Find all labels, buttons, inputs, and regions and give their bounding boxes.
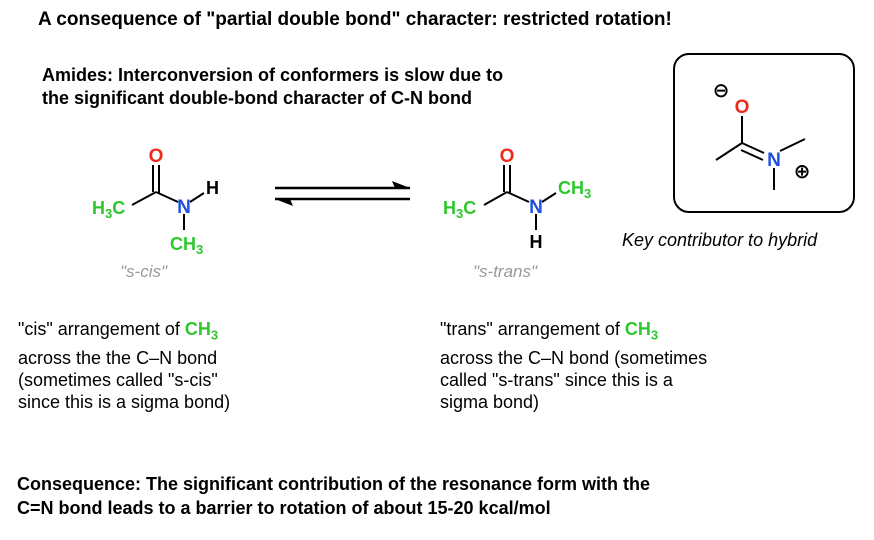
s-trans-label: "s-trans" [473, 262, 538, 281]
cis-nitrogen-label: N [177, 197, 191, 218]
trans-oxygen-label: O [500, 146, 515, 167]
trans-ch3-label: CH3 [558, 178, 591, 201]
consequence-line-2: C=N bond leads to a barrier to rotation … [17, 498, 551, 518]
cis-explanation: "cis" arrangement of CH3 across the the … [18, 318, 230, 413]
subtitle: Amides: Interconversion of conformers is… [42, 64, 503, 110]
cis-note-line-2: across the the C–N bond [18, 347, 218, 368]
trans-note-line-2: across the C–N bond (sometimes [440, 347, 708, 368]
trans-note-line-4: sigma bond) [440, 391, 540, 412]
cis-oxygen-label: O [149, 146, 164, 167]
trans-h3c-label: H3C [443, 198, 476, 221]
trans-n-ch3-bond [541, 192, 557, 203]
forward-arrow-head [392, 181, 410, 188]
res-c-ch3-bond [715, 142, 743, 161]
trans-hydrogen-label: H [530, 232, 543, 252]
trans-note-line-1: "trans" arrangement of CH3 [440, 318, 707, 347]
cis-note-line-4: since this is a sigma bond) [18, 391, 231, 412]
s-cis-amide: O N H H3C CH3 [92, 146, 219, 257]
resonance-contributor: O N ⊖ ⊕ [713, 80, 811, 190]
trans-note-line-3: called "s-trans" since this is a [440, 369, 673, 390]
subtitle-line-1: Amides: Interconversion of conformers is… [42, 65, 504, 85]
res-cn-bond-1 [741, 142, 765, 154]
cis-h3c-label: H3C [92, 198, 125, 221]
cis-hydrogen-label: H [206, 178, 219, 198]
cis-note-prefix: "cis" arrangement of [18, 319, 185, 339]
negative-charge-icon: ⊖ [713, 80, 730, 102]
resonance-caption: Key contributor to hybrid [622, 230, 818, 250]
cis-note-line-1: "cis" arrangement of CH3 [18, 318, 230, 347]
trans-cn-bond [506, 191, 530, 203]
resonance-structure-box [673, 53, 855, 213]
trans-c-ch3-bond [483, 191, 508, 206]
trans-nitrogen-label: N [529, 197, 543, 218]
equilibrium-arrows [275, 181, 410, 206]
res-cn-bond-2 [740, 149, 764, 161]
trans-explanation: "trans" arrangement of CH3 across the C–… [440, 318, 707, 413]
page-title: A consequence of "partial double bond" c… [38, 9, 672, 30]
res-oxygen-label: O [735, 97, 750, 118]
consequence-line-1: Consequence: The significant contributio… [17, 474, 651, 494]
cis-note-line-3: (sometimes called "s-cis" [18, 369, 218, 390]
s-trans-amide: O N H H3C CH3 [443, 146, 591, 252]
res-nitrogen-label: N [767, 150, 781, 171]
cis-note-group: CH3 [184, 319, 219, 343]
cis-ch3-label: CH3 [170, 234, 203, 257]
cis-c-ch3-bond [131, 191, 157, 206]
subtitle-line-2: the significant double-bond character of… [42, 88, 472, 108]
res-n-ch3-bond-1 [779, 138, 806, 152]
positive-charge-icon: ⊕ [794, 161, 811, 183]
cis-cn-bond [155, 191, 179, 203]
consequence-text: Consequence: The significant contributio… [17, 472, 650, 520]
cis-nh-bond [189, 192, 205, 203]
reverse-arrow-head [275, 199, 293, 206]
s-cis-label: "s-cis" [120, 262, 168, 281]
trans-note-group: CH3 [624, 319, 659, 343]
trans-note-prefix: "trans" arrangement of [440, 319, 625, 339]
